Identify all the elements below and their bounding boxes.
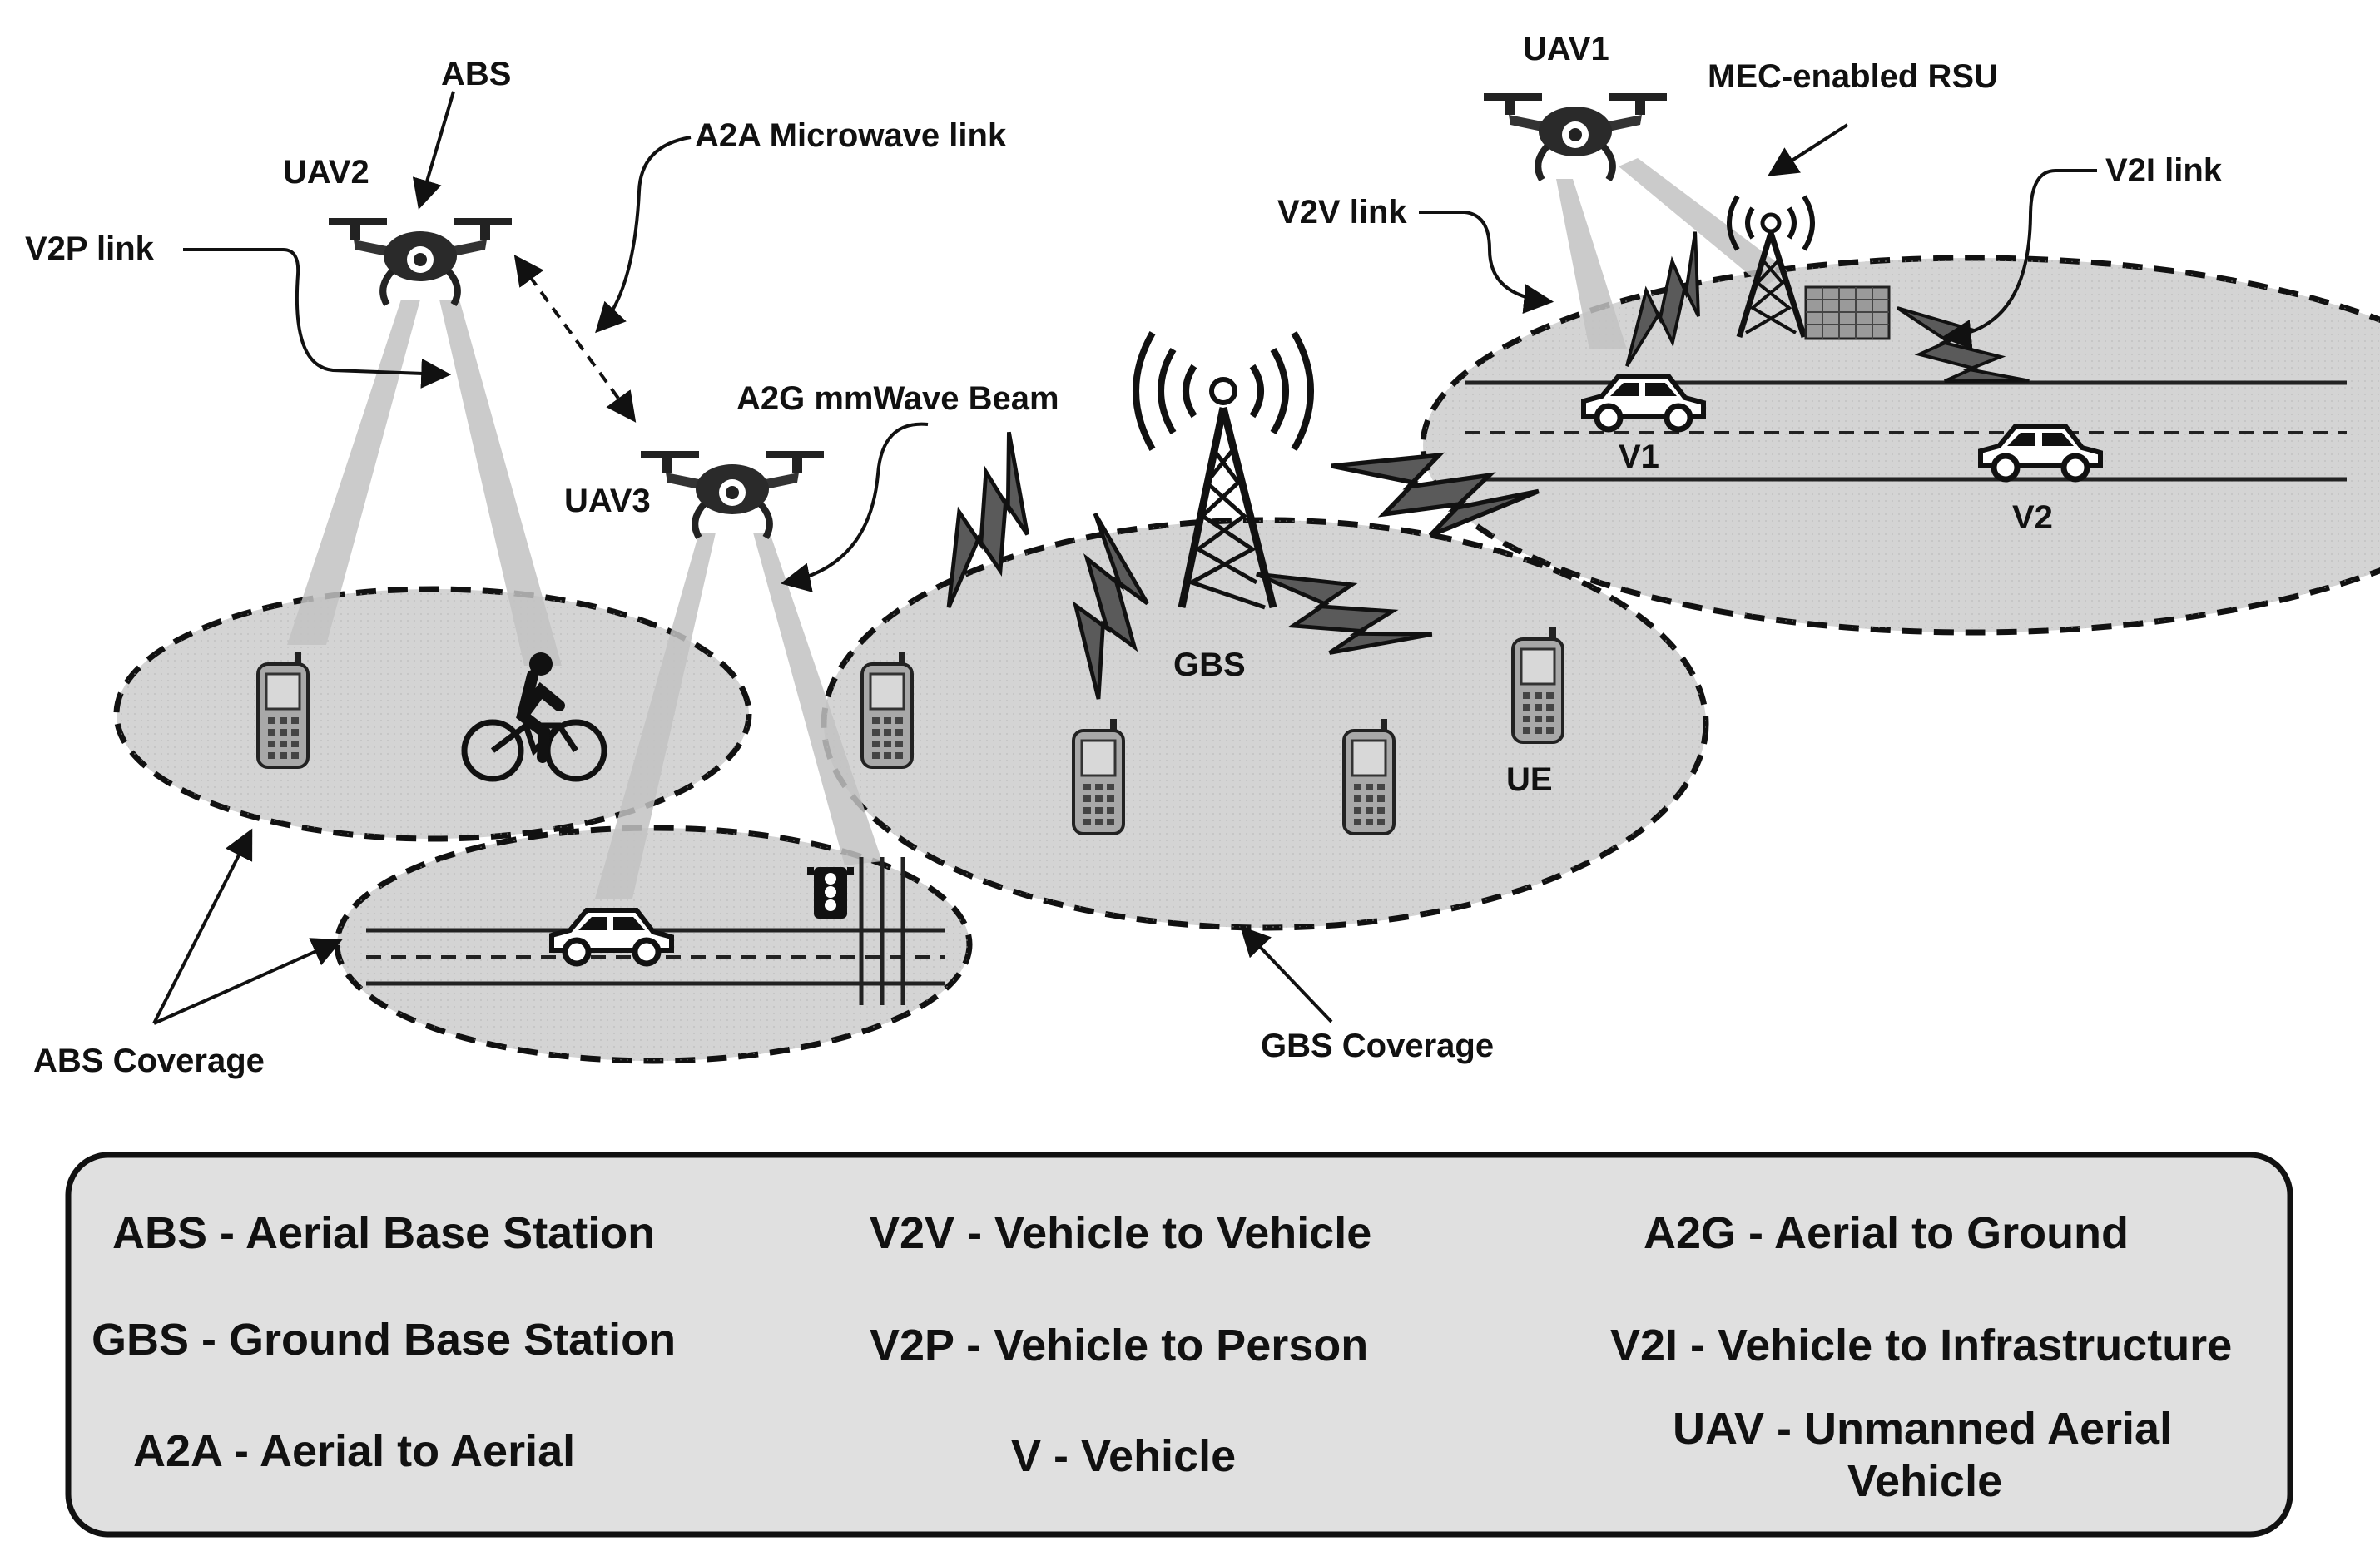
- legend-item-abs: ABS - Aerial Base Station: [112, 1208, 655, 1258]
- building-icon: [1804, 285, 1891, 340]
- ue-phone-icon-abs: [256, 651, 310, 769]
- ue-label: UE: [1506, 761, 1553, 798]
- cyclist-icon: [461, 652, 607, 782]
- v2v-link-arrow: [1419, 211, 1554, 315]
- a2g-label-arrow: [780, 422, 929, 592]
- rsu-tower-icon: [1727, 195, 1815, 339]
- gbs-coverage-arrow: [1240, 925, 1333, 1023]
- a2a-link-arrow: [513, 255, 637, 423]
- uav2-label: UAV2: [283, 154, 369, 191]
- legend-item-a2g: A2G - Aerial to Ground: [1644, 1208, 2129, 1258]
- uav3-drone-icon: [641, 451, 824, 538]
- legend-item-v2v: V2V - Vehicle to Vehicle: [870, 1208, 1371, 1258]
- a2a-link-label: A2A Microwave link: [695, 117, 1007, 154]
- ue-phone-icon-1: [860, 651, 914, 769]
- a2a-label-arrow: [595, 136, 692, 334]
- uav2-beam-left: [287, 300, 420, 645]
- abs-label: ABS: [441, 56, 511, 92]
- gbs-tower-icon: [1133, 331, 1314, 610]
- a2g-beam-label: A2G mmWave Beam: [736, 380, 1059, 417]
- uav1-label: UAV1: [1523, 31, 1609, 67]
- v2-label: V2: [2012, 499, 2053, 536]
- legend-item-uav-line1: UAV - Unmanned Aerial: [1673, 1404, 2172, 1454]
- abs-coverage-arrow-1: [152, 828, 253, 1024]
- abs-coverage-label: ABS Coverage: [33, 1043, 265, 1079]
- ue-phone-icon-2: [1072, 717, 1125, 835]
- v1-label: V1: [1619, 439, 1659, 475]
- uav3-beam-right: [753, 533, 882, 865]
- uav3-label: UAV3: [564, 483, 651, 519]
- uav2-drone-icon: [329, 218, 512, 305]
- legend-item-gbs: GBS - Ground Base Station: [92, 1315, 676, 1365]
- gbs-label: GBS: [1173, 647, 1246, 683]
- v2i-link-arrow: [1941, 169, 2097, 349]
- mec-rsu-label: MEC-enabled RSU: [1708, 58, 1998, 95]
- ue-phone-icon-3: [1342, 717, 1396, 835]
- uav2-beam-right: [439, 300, 562, 666]
- legend-item-v2i: V2I - Vehicle to Infrastructure: [1610, 1321, 2232, 1370]
- legend-item-uav-line2: Vehicle: [1847, 1456, 2002, 1506]
- v2p-link-arrow: [183, 248, 452, 389]
- uav1-beam-right: [1619, 158, 1787, 287]
- mec-rsu-arrow: [1767, 123, 1849, 176]
- legend-item-v: V - Vehicle: [1011, 1431, 1236, 1481]
- legend-item-v2p: V2P - Vehicle to Person: [870, 1321, 1368, 1370]
- gbs-coverage-label: GBS Coverage: [1261, 1028, 1494, 1064]
- v2v-link-label: V2V link: [1277, 194, 1407, 230]
- abs-coverage-arrow-2: [153, 938, 343, 1025]
- legend-box: [65, 1152, 2293, 1538]
- traffic-light-icon: [807, 867, 854, 919]
- v2i-link-label: V2I link: [2105, 152, 2223, 189]
- abs-arrow: [412, 91, 455, 210]
- uav3-beam-left: [595, 533, 716, 899]
- ue-phone-icon-4: [1511, 626, 1564, 744]
- v2p-link-label: V2P link: [25, 230, 155, 267]
- legend-item-a2a: A2A - Aerial to Aerial: [133, 1426, 575, 1476]
- uav1-beam-left: [1556, 179, 1627, 349]
